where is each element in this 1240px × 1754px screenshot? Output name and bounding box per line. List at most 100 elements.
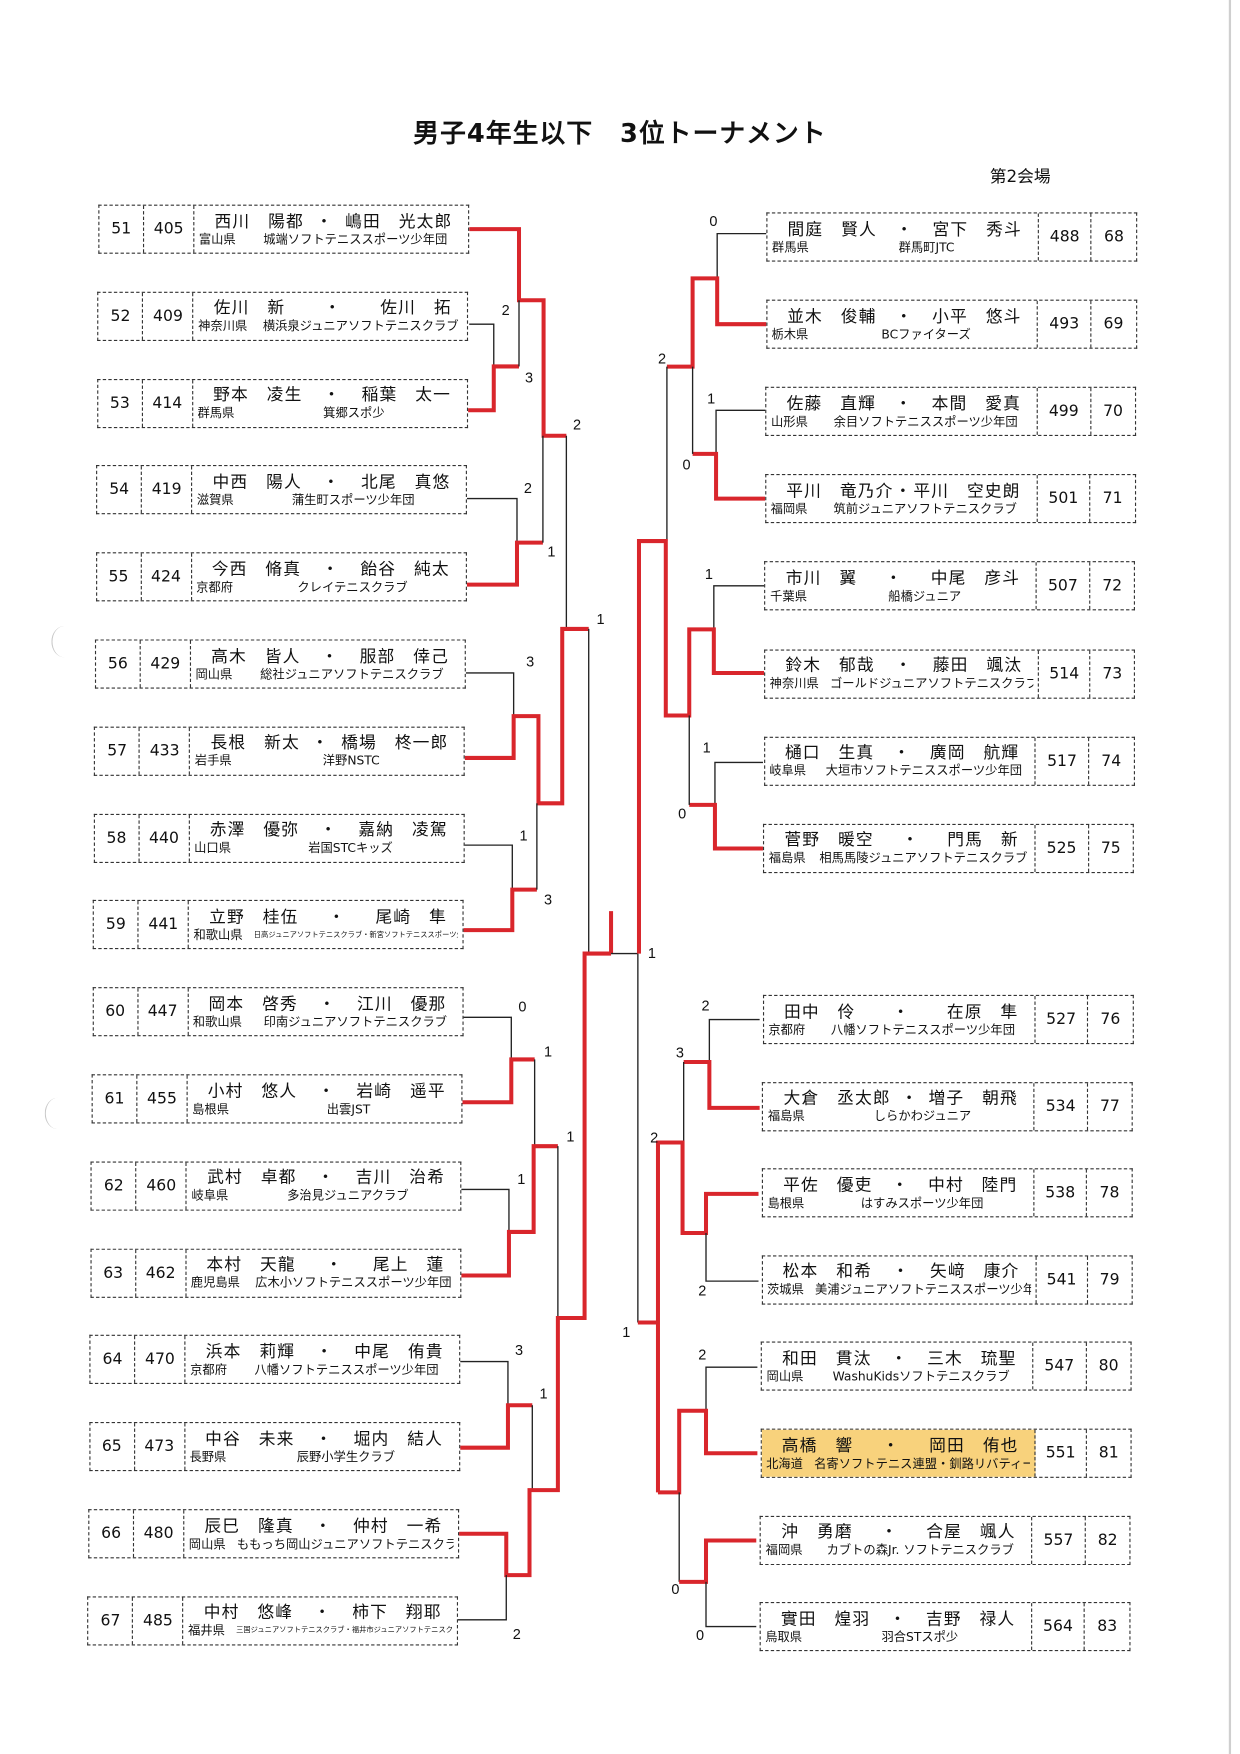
affiliation: 山形県余目ソフトテニススポーツ少年団 <box>771 413 1032 430</box>
player-pair: 佐川 新・佐川 拓 <box>198 298 463 318</box>
match-score: 1 <box>517 1172 525 1188</box>
player-1-name: 松本 和希 <box>782 1261 873 1282</box>
affiliation: 和歌山県日高ジュニアソフトテニスクラブ・新宮ソフトテニススポーツ少年団 <box>193 927 458 944</box>
draw-number: 57 <box>95 727 141 775</box>
player-1-name: 鈴木 郁哉 <box>785 655 875 676</box>
pair-separator: ・ <box>317 1167 336 1188</box>
draw-number: 77 <box>1099 1097 1120 1116</box>
prefecture: 島根県 <box>192 1101 230 1117</box>
punch-hole-mark <box>44 1097 71 1130</box>
winner-bracket-line <box>469 227 567 438</box>
player-1-name: 中谷 未来 <box>205 1428 295 1449</box>
prefecture: 千葉県 <box>770 589 807 604</box>
draw-number: 70 <box>1103 402 1123 421</box>
player-2-name: 柿下 翔耶 <box>352 1602 442 1623</box>
match-score: 0 <box>683 458 691 474</box>
player-2-name: 岡田 侑也 <box>929 1434 1019 1455</box>
player-2-name: 門馬 新 <box>947 829 1019 850</box>
affiliation: 千葉県船橋ジュニア <box>770 588 1031 605</box>
draw-number: 72 <box>1102 577 1123 596</box>
affiliation: 島根県はすみスポーツ少年団 <box>767 1195 1028 1212</box>
pair-separator: ・ <box>318 993 337 1014</box>
player-names-cell: 小村 悠人・岩崎 遥平島根県出雲JST <box>188 1075 462 1122</box>
pair-separator: ・ <box>328 906 346 927</box>
bracket-line <box>469 323 495 367</box>
club-name: 印南ジュニアソフトテニスクラブ <box>263 1014 448 1030</box>
draw-number: 56 <box>96 640 141 688</box>
player-pair: 平佐 優吏・中村 陸門 <box>767 1175 1028 1195</box>
player-2-name: 平川 空史朗 <box>913 480 1021 501</box>
club-name: ゴールドジュニアソフトテニスクラブ <box>830 676 1034 691</box>
entry-number: 499 <box>1038 388 1091 436</box>
page-title: 男子4年生以下 3位トーナメント <box>413 119 827 149</box>
draw-number: 83 <box>1097 1617 1118 1636</box>
affiliation: 岡山県総社ジュニアソフトテニスクラブ <box>195 666 460 683</box>
player-1-name: 高木 皆人 <box>211 645 301 666</box>
player-1-name: 小村 悠人 <box>207 1080 298 1101</box>
affiliation: 京都府クレイテニスクラブ <box>196 579 461 596</box>
player-2-name: 宮下 秀斗 <box>932 218 1022 239</box>
affiliation: 福岡県筑前ジュニアソフトテニスクラブ <box>771 501 1032 518</box>
affiliation: 福岡県カブトの森Jr. ソフトテニスクラブ <box>766 1542 1027 1559</box>
player-names-cell: 市川 翼・中尾 彦斗千葉県船橋ジュニア <box>766 562 1037 610</box>
player-pair: 西川 陽都・嶋田 光太郎 <box>199 211 464 231</box>
player-names-cell: 鈴木 郁哉・藤田 颯汰神奈川県ゴールドジュニアソフトテニスクラブ <box>765 650 1039 698</box>
player-2-name: 嶋田 光太郎 <box>345 210 453 231</box>
player-1-name: 岡本 啓秀 <box>208 993 298 1014</box>
entry-number: 507 <box>1037 562 1091 610</box>
winner-bracket-line <box>655 1140 759 1493</box>
player-2-name: 尾上 蓮 <box>372 1254 445 1275</box>
match-score: 1 <box>566 1129 574 1145</box>
player-pair: 浜本 莉輝・中尾 侑貴 <box>190 1341 455 1361</box>
match-score: 3 <box>515 1343 523 1359</box>
winner-bracket-line <box>455 951 612 1578</box>
punch-hole-mark <box>51 626 77 658</box>
player-pair: 中西 陽人・北尾 真悠 <box>197 472 462 492</box>
winner-bracket-line <box>468 364 520 413</box>
draw-number: 71 <box>1102 489 1123 508</box>
player-2-name: 増子 朝飛 <box>928 1087 1018 1108</box>
pair-separator: ・ <box>894 655 913 676</box>
match-score: 1 <box>544 1044 552 1060</box>
draw-number: 66 <box>89 1510 135 1558</box>
draw-number: 60 <box>93 988 139 1036</box>
player-1-name: 長根 新太 <box>210 732 300 753</box>
player-pair: 赤澤 優弥・嘉納 凌駕 <box>194 820 459 840</box>
draw-number: 76 <box>1100 1010 1121 1029</box>
player-pair: 小村 悠人・岩崎 遥平 <box>192 1080 457 1100</box>
player-pair: 本村 天龍・尾上 蓮 <box>191 1254 456 1274</box>
prefecture: 山形県 <box>771 414 808 429</box>
affiliation: 岐阜県大垣市ソフトテニススポーツ少年団 <box>769 763 1030 780</box>
bracket-line <box>466 497 518 543</box>
match-score: 3 <box>676 1046 684 1062</box>
player-1-name: 辰巳 隆真 <box>204 1515 294 1536</box>
club-name: 相馬馬陵ジュニアソフトテニスクラブ <box>819 850 1028 866</box>
player-pair: 沖 勇磨・合屋 颯人 <box>766 1522 1027 1542</box>
entry-number: 424 <box>141 553 192 601</box>
bracket-line <box>465 672 515 717</box>
player-names-cell: 沖 勇磨・合屋 颯人福岡県カブトの森Jr. ソフトテニスクラブ <box>761 1516 1033 1564</box>
entry-number: 564 <box>1032 1603 1086 1651</box>
entry-number: 551 <box>1035 1429 1088 1477</box>
entry-number: 480 <box>134 1510 185 1558</box>
match-score: 1 <box>519 829 527 845</box>
pair-separator: ・ <box>880 1521 899 1542</box>
match-score: 3 <box>526 654 534 670</box>
prefecture: 群馬県 <box>197 405 235 421</box>
draw-number: 63 <box>91 1249 137 1297</box>
affiliation: 岩手県洋野NSTC <box>195 753 460 770</box>
affiliation: 茨城県美浦ジュニアソフトテニススポーツ少年団 <box>767 1281 1031 1298</box>
player-1-name: 和田 貫汰 <box>782 1348 872 1369</box>
pair-separator: ・ <box>315 210 334 231</box>
club-name: 洋野NSTC <box>322 753 380 769</box>
